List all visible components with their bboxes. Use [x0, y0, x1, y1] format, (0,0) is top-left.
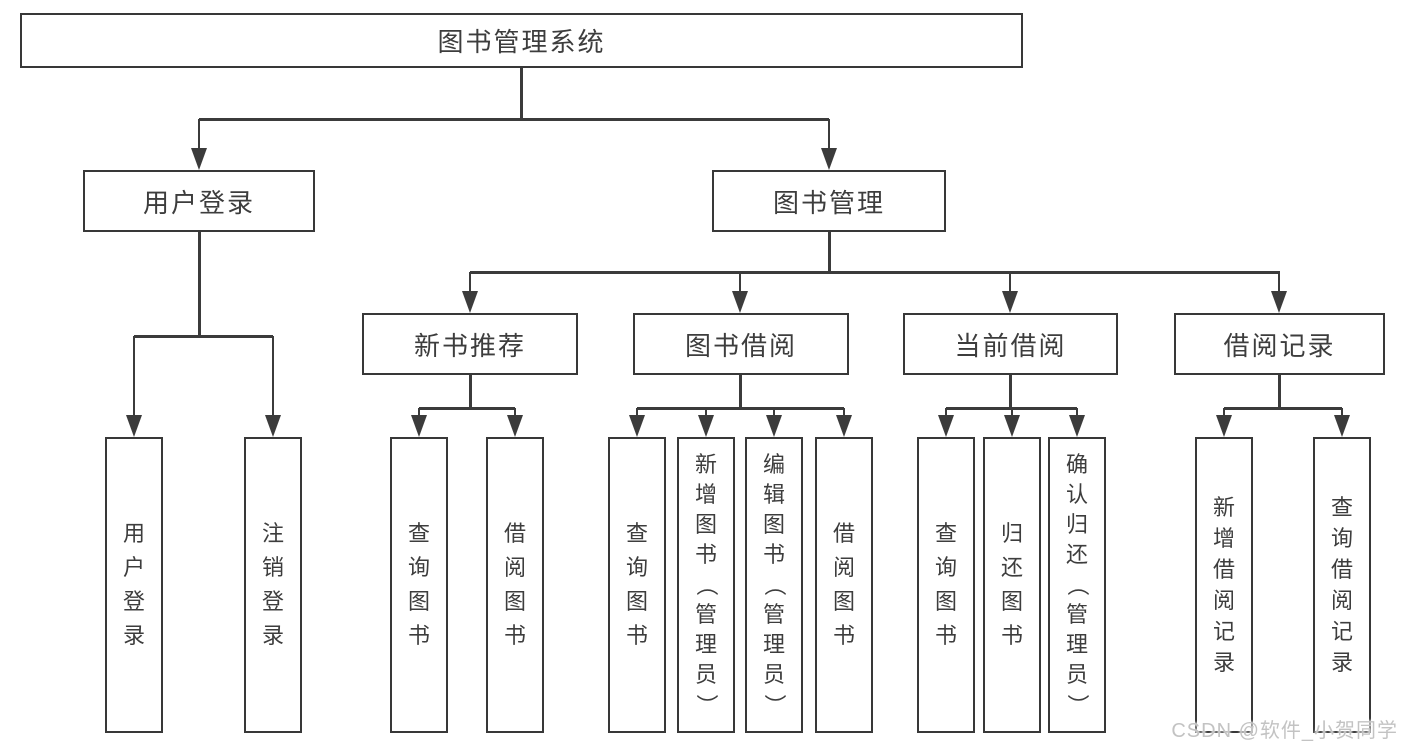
- connector-line: [1224, 407, 1342, 410]
- connector-arrow: [938, 408, 954, 437]
- connector-line: [828, 232, 831, 272]
- node-leaf-return-books: 归还图书: [983, 437, 1041, 733]
- connector-arrow: [732, 272, 748, 313]
- csdn-watermark: CSDN @软件_小贺同学: [1171, 720, 1398, 742]
- connector-arrow: [1004, 408, 1020, 437]
- connector-arrow: [1069, 408, 1085, 437]
- node-leaf-query-borrow-record: 查询借阅记录: [1313, 437, 1371, 733]
- node-current-borrowing: 当前借阅: [903, 313, 1118, 375]
- node-leaf-user-login: 用户登录: [105, 437, 163, 733]
- node-leaf-add-book-admin: 新增图书（管理员）: [677, 437, 735, 733]
- node-book-management: 图书管理: [712, 170, 946, 232]
- node-leaf-query-books-borrowing: 查询图书: [608, 437, 666, 733]
- connector-line: [199, 118, 829, 121]
- node-book-borrowing: 图书借阅: [633, 313, 849, 375]
- node-leaf-edit-book-admin: 编辑图书（管理员）: [745, 437, 803, 733]
- node-leaf-borrow-books-borrowing: 借阅图书: [815, 437, 873, 733]
- connector-arrow: [126, 336, 142, 437]
- connector-arrow: [1271, 272, 1287, 313]
- connector-line: [470, 271, 1280, 274]
- connector-arrow: [821, 119, 837, 170]
- node-user-login-branch: 用户登录: [83, 170, 315, 232]
- connector-arrow: [629, 408, 645, 437]
- connector-line: [637, 407, 844, 410]
- connector-line: [739, 375, 742, 408]
- node-leaf-confirm-return-admin: 确认归还（管理员）: [1048, 437, 1106, 733]
- connector-line: [520, 68, 523, 119]
- connector-arrow: [265, 336, 281, 437]
- connector-arrow: [1002, 272, 1018, 313]
- connector-arrow: [698, 408, 714, 437]
- node-leaf-query-books-recommend: 查询图书: [390, 437, 448, 733]
- node-leaf-borrow-books-recommend: 借阅图书: [486, 437, 544, 733]
- node-borrowing-records: 借阅记录: [1174, 313, 1385, 375]
- connector-line: [1278, 375, 1281, 408]
- node-new-book-recommend: 新书推荐: [362, 313, 578, 375]
- connector-arrow: [766, 408, 782, 437]
- connector-line: [1009, 375, 1012, 408]
- node-root-system: 图书管理系统: [20, 13, 1023, 68]
- node-leaf-add-borrow-record: 新增借阅记录: [1195, 437, 1253, 733]
- connector-line: [419, 407, 515, 410]
- node-leaf-logout: 注销登录: [244, 437, 302, 733]
- connector-arrow: [411, 408, 427, 437]
- connector-arrow: [191, 119, 207, 170]
- connector-line: [198, 232, 201, 336]
- connector-arrow: [462, 272, 478, 313]
- node-leaf-query-books-current: 查询图书: [917, 437, 975, 733]
- connector-arrow: [1334, 408, 1350, 437]
- connector-arrow: [1216, 408, 1232, 437]
- connector-line: [469, 375, 472, 408]
- connector-arrow: [836, 408, 852, 437]
- connector-line: [134, 335, 273, 338]
- connector-arrow: [507, 408, 523, 437]
